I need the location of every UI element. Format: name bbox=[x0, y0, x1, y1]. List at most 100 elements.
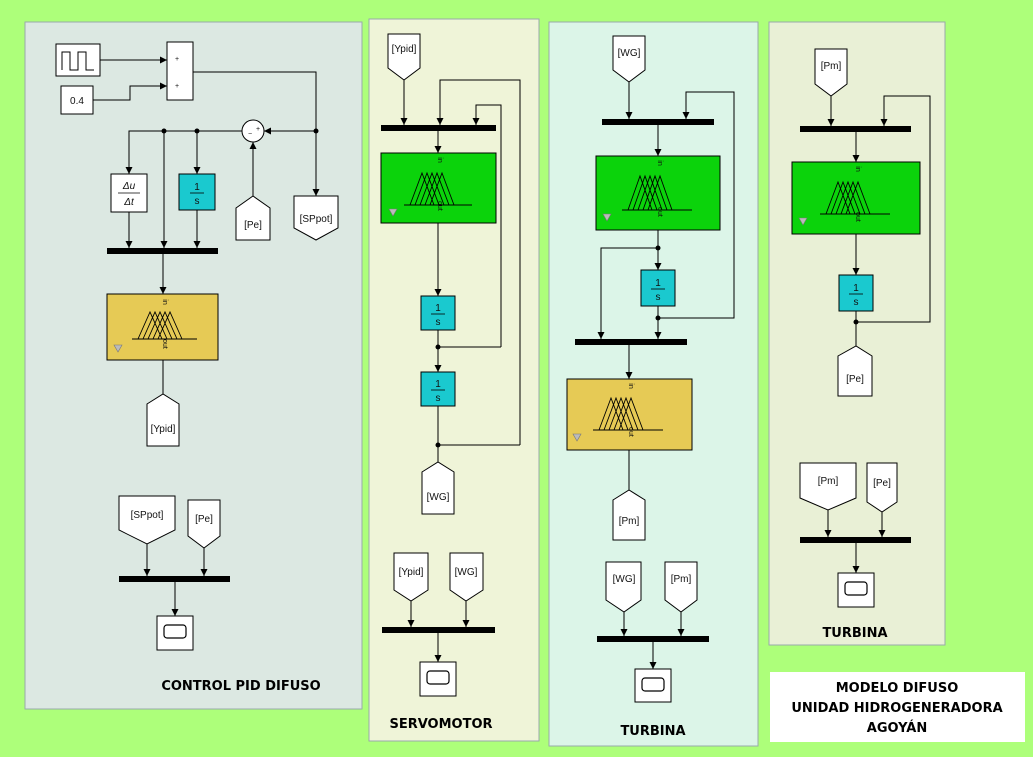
wire[interactable] bbox=[856, 95, 931, 323]
from-wg-label: [WG] bbox=[618, 48, 641, 59]
sum-block-top-sign: + bbox=[175, 56, 179, 63]
scope-icon bbox=[163, 624, 187, 639]
sum-block[interactable] bbox=[166, 41, 194, 101]
from-wg-2-block[interactable] bbox=[449, 552, 484, 602]
wire[interactable] bbox=[93, 82, 167, 101]
goto-pe-label: [Pe] bbox=[846, 374, 864, 385]
from-pm-2-block[interactable] bbox=[664, 561, 698, 613]
goto-pm-label: [Pm] bbox=[619, 516, 640, 527]
panel-title-turbina-2: TURBINA bbox=[822, 626, 887, 641]
goto-ypid-block[interactable] bbox=[146, 393, 180, 447]
fuzzy-turbina-2-green-block[interactable] bbox=[791, 161, 921, 235]
integrator-1-denominator: s bbox=[436, 317, 441, 328]
from-wg-2-label: [WG] bbox=[613, 574, 636, 585]
fuzzy-out-port: out bbox=[436, 201, 443, 211]
from-wg-block[interactable] bbox=[612, 35, 646, 83]
pulse-generator-icon bbox=[61, 51, 94, 71]
mux-bus[interactable] bbox=[597, 636, 709, 642]
from-ypid-2-label: [Ypid] bbox=[399, 567, 424, 578]
from-ypid-block[interactable] bbox=[387, 33, 421, 81]
membership-functions-icon bbox=[132, 310, 197, 340]
wire[interactable] bbox=[436, 79, 521, 445]
down-arrow-icon bbox=[388, 208, 398, 217]
turbina-section: [WG] in out 1 s in out bbox=[566, 35, 735, 739]
mux-bus[interactable] bbox=[381, 125, 496, 131]
from-pe-2-block[interactable] bbox=[187, 499, 221, 549]
panel-control-pid[interactable] bbox=[24, 21, 363, 710]
constant-block[interactable] bbox=[60, 85, 94, 115]
goto-pe-block[interactable] bbox=[837, 345, 873, 397]
fuzzy-servo-block[interactable] bbox=[380, 152, 497, 224]
fuzzy-in-port: in bbox=[656, 160, 663, 166]
derivative-denominator: Δt bbox=[123, 197, 135, 208]
wire[interactable] bbox=[597, 247, 658, 339]
wire[interactable] bbox=[193, 71, 320, 196]
integrator-numerator: 1 bbox=[853, 283, 859, 294]
down-arrow-icon bbox=[113, 344, 123, 353]
mux-bus[interactable] bbox=[800, 126, 911, 132]
derivative-numerator: Δu bbox=[122, 181, 136, 192]
mux-bus[interactable] bbox=[602, 119, 714, 125]
mux-bus[interactable] bbox=[107, 248, 218, 254]
from-pm-2-block[interactable] bbox=[799, 462, 857, 511]
integrator-2-numerator: 1 bbox=[435, 379, 441, 390]
integrator-block[interactable] bbox=[178, 173, 216, 211]
membership-functions-icon bbox=[593, 396, 663, 431]
mux-bus[interactable] bbox=[800, 537, 911, 543]
from-pe-2-block[interactable] bbox=[866, 462, 898, 513]
mux-bus[interactable] bbox=[575, 339, 687, 345]
from-sppot-block[interactable] bbox=[118, 495, 176, 545]
scope-block[interactable] bbox=[156, 615, 194, 651]
error-sum-minus-sign: − bbox=[248, 131, 252, 138]
scope-block[interactable] bbox=[634, 668, 672, 703]
integrator-block[interactable] bbox=[640, 269, 676, 307]
mux-bus[interactable] bbox=[119, 576, 230, 582]
panel-title-control: CONTROL PID DIFUSO bbox=[161, 679, 320, 694]
wire[interactable] bbox=[125, 130, 242, 174]
integrator-numerator: 1 bbox=[655, 278, 661, 289]
from-sppot-label: [SPpot] bbox=[131, 510, 164, 521]
down-arrow-icon bbox=[798, 217, 808, 226]
fuzzy-out-port: out bbox=[656, 207, 663, 217]
wire[interactable] bbox=[657, 91, 735, 319]
from-wg-2-block[interactable] bbox=[605, 561, 642, 613]
from-ypid-label: [Ypid] bbox=[392, 44, 417, 55]
fuzzy-in-port: in bbox=[627, 383, 634, 389]
model-title-line1: MODELO DIFUSO bbox=[836, 681, 959, 696]
integrator-2-block[interactable] bbox=[420, 371, 456, 407]
from-pe-block[interactable] bbox=[235, 195, 271, 241]
integrator-denominator: s bbox=[195, 196, 200, 207]
fuzzy-controller-block[interactable] bbox=[106, 293, 219, 361]
fuzzy-turbina-block[interactable] bbox=[595, 155, 721, 231]
from-pm-label: [Pm] bbox=[821, 61, 842, 72]
branch-point bbox=[655, 315, 661, 321]
integrator-denominator: s bbox=[854, 297, 859, 308]
goto-pm-block[interactable] bbox=[612, 489, 646, 541]
integrator-block[interactable] bbox=[838, 274, 874, 312]
goto-sppot-block[interactable] bbox=[293, 195, 339, 241]
from-pm-2-label: [Pm] bbox=[671, 574, 692, 585]
down-arrow-icon bbox=[572, 433, 582, 442]
wire[interactable] bbox=[472, 104, 502, 347]
integrator-2-denominator: s bbox=[436, 393, 441, 404]
error-sum-plus-sign: + bbox=[256, 126, 260, 133]
fuzzy-turbina-2-block[interactable] bbox=[566, 378, 693, 451]
fuzzy-in-port: in bbox=[854, 166, 861, 172]
goto-ypid-label: [Ypid] bbox=[151, 424, 176, 435]
constant-value: 0.4 bbox=[70, 96, 84, 107]
scope-icon bbox=[641, 677, 665, 692]
mux-bus[interactable] bbox=[382, 627, 495, 633]
model-title-line2: UNIDAD HIDROGENERADORA bbox=[791, 701, 1002, 716]
goto-wg-block[interactable] bbox=[421, 461, 455, 515]
from-pe-2-label: [Pe] bbox=[195, 514, 213, 525]
integrator-1-block[interactable] bbox=[420, 295, 456, 331]
membership-functions-icon bbox=[622, 174, 692, 211]
from-pe-label: [Pe] bbox=[244, 220, 262, 231]
error-sum-block[interactable] bbox=[241, 119, 265, 143]
from-pe-2-label: [Pe] bbox=[873, 478, 891, 489]
from-ypid-2-block[interactable] bbox=[393, 552, 429, 602]
panel-turbina-2[interactable] bbox=[768, 21, 946, 646]
from-pm-block[interactable] bbox=[814, 48, 848, 97]
